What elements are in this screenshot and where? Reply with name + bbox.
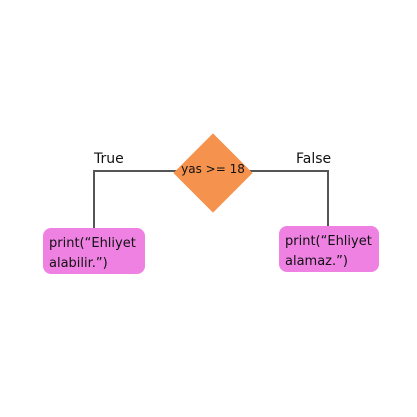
false-action-line-1: print(“Ehliyet <box>285 234 372 249</box>
true-action-line-2: alabilir.”) <box>49 256 108 271</box>
true-action-box: print(“Ehliyet alabilir.”) <box>43 228 145 274</box>
false-branch-label: False <box>296 151 332 167</box>
true-branch-horizontal-line <box>93 170 183 172</box>
false-action-line-2: alamaz.”) <box>285 254 348 269</box>
false-branch-horizontal-line <box>243 170 329 172</box>
decision-condition: yas >= 18 <box>181 162 245 176</box>
true-branch-label: True <box>94 151 124 167</box>
false-action-box: print(“Ehliyet alamaz.”) <box>279 226 379 272</box>
true-action-line-1: print(“Ehliyet <box>49 236 136 251</box>
false-branch-vertical-line <box>327 170 329 226</box>
true-branch-vertical-line <box>93 170 95 228</box>
